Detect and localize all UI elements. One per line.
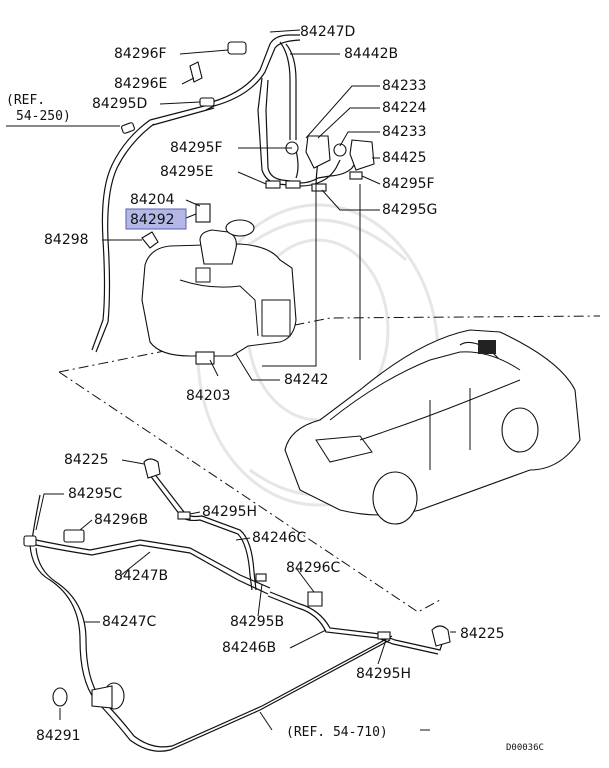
label-84204[interactable]: 84204	[130, 192, 175, 208]
label-84246c[interactable]: 84246C	[252, 530, 307, 546]
label-84291[interactable]: 84291	[36, 728, 81, 744]
reference-frame-line	[58, 315, 601, 613]
label-84246b[interactable]: 84246B	[222, 640, 276, 656]
label-84247c[interactable]: 84247C	[102, 614, 157, 630]
label-84203[interactable]: 84203	[186, 388, 231, 404]
nozzle-parts	[121, 41, 375, 192]
lower-hoses	[29, 467, 445, 752]
washer-tank	[141, 203, 297, 365]
label-84242[interactable]: 84242	[284, 372, 329, 388]
car-outline	[284, 329, 581, 525]
label-84295e[interactable]: 84295E	[160, 164, 213, 180]
label-84296e[interactable]: 84296E	[114, 76, 167, 92]
ref-top-line1[interactable]: (REF.	[6, 93, 45, 108]
diagram-code: D00036C	[506, 743, 544, 753]
label-84295h-b[interactable]: 84295H	[356, 666, 411, 682]
highlight-84292	[125, 208, 187, 230]
label-84296c[interactable]: 84296C	[286, 560, 341, 576]
label-84296f[interactable]: 84296F	[114, 46, 167, 62]
label-84295b[interactable]: 84295B	[230, 614, 284, 630]
leader-lines	[6, 29, 456, 731]
label-84295c[interactable]: 84295C	[68, 486, 123, 502]
label-84247d[interactable]: 84247D	[300, 24, 355, 40]
label-84442b[interactable]: 84442B	[344, 46, 398, 62]
label-84295h-a[interactable]: 84295H	[202, 504, 257, 520]
ref-bottom[interactable]: (REF. 54-710)	[286, 725, 388, 740]
label-84425[interactable]: 84425	[382, 150, 427, 166]
label-84296b[interactable]: 84296B	[94, 512, 148, 528]
part-labels: 84247D 84442B 84296F 84296E 84295D 84233…	[36, 24, 505, 744]
label-84295g[interactable]: 84295G	[382, 202, 437, 218]
label-84225-a[interactable]: 84225	[64, 452, 109, 468]
label-84247b[interactable]: 84247B	[114, 568, 168, 584]
label-84295d[interactable]: 84295D	[92, 96, 147, 112]
upper-hoses	[91, 34, 357, 353]
reference-notes: (REF. 54-250) (REF. 54-710) D00036C	[6, 93, 544, 753]
label-84233-b[interactable]: 84233	[382, 124, 427, 140]
label-84233-a[interactable]: 84233	[382, 78, 427, 94]
label-84295f-right[interactable]: 84295F	[382, 176, 435, 192]
label-84298[interactable]: 84298	[44, 232, 89, 248]
label-84292[interactable]: 84292	[130, 212, 175, 228]
label-84225-b[interactable]: 84225	[460, 626, 505, 642]
label-84224[interactable]: 84224	[382, 100, 427, 116]
ref-top-line2[interactable]: 54-250)	[16, 109, 71, 124]
label-84295f-left[interactable]: 84295F	[170, 140, 223, 156]
lower-parts	[23, 458, 451, 710]
